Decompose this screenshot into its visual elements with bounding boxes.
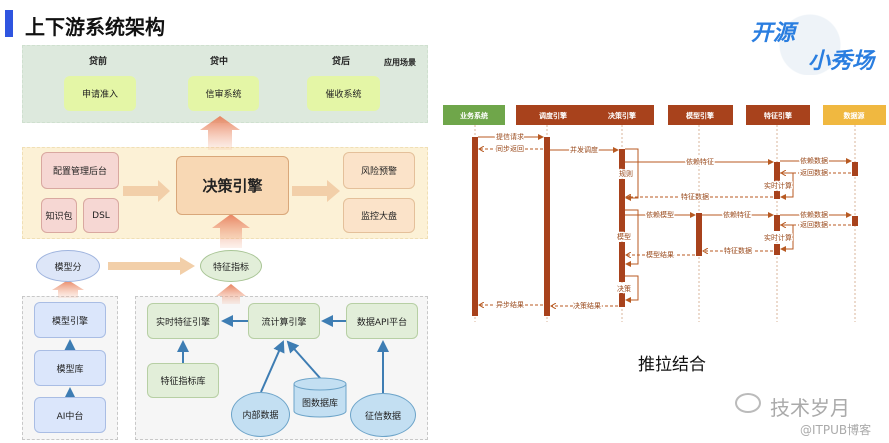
- participant-scheduler: 调度引擎: [539, 111, 568, 120]
- participant-headers: 业务系统 调度引擎 决策引擎 模型引擎 特征引擎 数据源: [443, 105, 886, 125]
- data-api-platform-box: 数据API平台: [346, 303, 418, 339]
- model-score-node: 模型分: [36, 250, 100, 282]
- msg-label: 依赖特征: [723, 210, 751, 219]
- msg-label: 实时计算: [764, 181, 792, 190]
- msg-label: 依赖数据: [800, 210, 828, 219]
- msg-label: 模型: [617, 232, 631, 241]
- ai-platform-box: AI中台: [34, 397, 106, 433]
- participant-decision: 决策引擎: [608, 111, 637, 120]
- watermark-account: 技术岁月: [770, 396, 850, 420]
- msg-label: 规则: [619, 169, 633, 178]
- participant-datasource: 数据源: [844, 111, 865, 120]
- stage-label: 贷前: [89, 57, 108, 67]
- msg-label: 模型结果: [646, 250, 674, 259]
- msg-label: 实时计算: [764, 233, 792, 242]
- sequence-diagram: 业务系统 调度引擎 决策引擎 模型引擎 特征引擎 数据源 提信请求 同步返回 并…: [443, 105, 886, 322]
- participant-feature: 特征引擎: [764, 111, 793, 120]
- graph-database-node: 图数据库: [293, 377, 347, 418]
- page-title: 上下游系统架构: [25, 15, 165, 39]
- up-arrow: [200, 116, 240, 150]
- monitor-dashboard-box: 监控大盘: [343, 198, 415, 233]
- msg-label: 决策结果: [573, 301, 601, 310]
- msg-label: 依赖特征: [686, 157, 714, 166]
- logo: 开源 小秀场: [715, 5, 885, 75]
- realtime-feature-engine-box: 实时特征引擎: [147, 303, 219, 339]
- stream-compute-engine-box: 流计算引擎: [248, 303, 320, 339]
- risk-alert-box: 风险预警: [343, 152, 415, 189]
- msg-label: 决策: [617, 284, 631, 293]
- right-arrow: [108, 257, 195, 275]
- msg-label: 异步结果: [496, 300, 524, 309]
- msg-label: 并发调度: [570, 145, 598, 154]
- right-arrow: [292, 180, 340, 202]
- apply-access-box: 申请准入: [64, 76, 136, 111]
- feature-index-node: 特征指标: [200, 250, 262, 282]
- activation-bars: [472, 137, 858, 316]
- config-admin-box: 配置管理后台: [41, 152, 119, 189]
- participant-model: 模型引擎: [686, 111, 715, 120]
- wechat-icon: [735, 393, 761, 413]
- right-arrow: [123, 180, 170, 202]
- stage-label: 贷后: [332, 57, 351, 67]
- credit-review-box: 信审系统: [188, 76, 259, 111]
- up-arrow: [52, 280, 84, 298]
- msg-label: 同步返回: [496, 145, 524, 153]
- decision-engine-box: 决策引擎: [176, 156, 289, 215]
- collection-box: 催收系统: [307, 76, 380, 111]
- watermark-source: @ITPUB博客: [800, 423, 872, 437]
- msg-label: 提信请求: [496, 132, 524, 141]
- credit-data-node: 征信数据: [350, 393, 416, 437]
- dsl-box: DSL: [83, 198, 119, 233]
- knowledge-pack-box: 知识包: [41, 198, 77, 233]
- stage-label: 贷中: [210, 57, 229, 67]
- msg-label: 返回数据: [800, 220, 828, 229]
- arch-arrows: [52, 116, 389, 399]
- msg-label: 特征数据: [724, 246, 752, 255]
- msg-label: 返回数据: [800, 168, 828, 177]
- feature-index-library-box: 特征指标库: [147, 363, 219, 398]
- up-arrow: [216, 284, 246, 304]
- up-arrow: [212, 214, 250, 248]
- model-library-box: 模型库: [34, 350, 106, 386]
- msg-label: 特征数据: [681, 192, 709, 201]
- sequence-caption: 推拉结合: [638, 355, 706, 375]
- scenario-label: 应用场景: [384, 58, 416, 67]
- title-accent-bar: [5, 10, 13, 37]
- msg-label: 依赖数据: [800, 156, 828, 165]
- participant-business: 业务系统: [460, 111, 488, 120]
- internal-data-node: 内部数据: [231, 392, 290, 437]
- model-engine-box: 模型引擎: [34, 302, 106, 338]
- msg-label: 依赖模型: [646, 210, 674, 219]
